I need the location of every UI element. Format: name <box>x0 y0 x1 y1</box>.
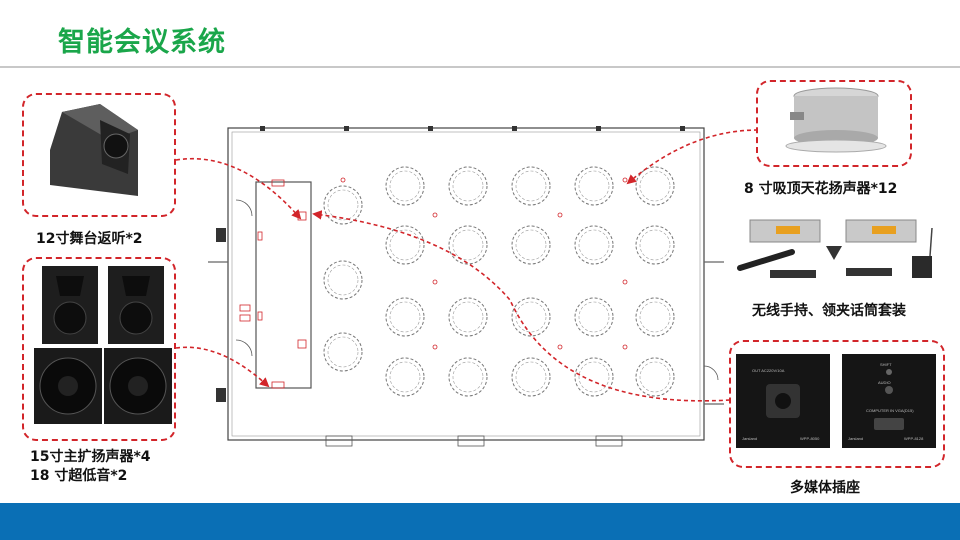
socket-text-left-top: OUT AC220V/10A <box>752 368 785 373</box>
footer-bar <box>0 503 960 540</box>
ceiling-speaker-markers <box>340 177 628 350</box>
label-ceiling-speaker: 8 寸吸顶天花扬声器*12 <box>744 181 898 197</box>
socket-text-right-brand: Jarsland <box>848 436 863 441</box>
label-multimedia-socket: 多媒体插座 <box>790 480 860 496</box>
stage-devices <box>239 179 307 389</box>
wireless-mic-image <box>737 219 933 278</box>
wall-pillars <box>216 126 685 402</box>
ceiling-speaker-image <box>785 87 887 153</box>
socket-text-right-vga: COMPUTER IN VGA(D15) <box>866 408 914 413</box>
doors <box>235 199 719 447</box>
page-title: 智能会议系统 <box>58 27 226 58</box>
socket-text-left-model: WPP-8050 <box>800 436 820 441</box>
multimedia-socket-image: OUT AC220V/10A Jarsland WPP-8050 SHIFT A… <box>736 354 936 448</box>
title-divider <box>0 66 960 68</box>
socket-text-right-audio: AUDIO <box>878 380 891 385</box>
main-speaker-image <box>34 266 172 424</box>
label-subwoofer: 18 寸超低音*2 <box>30 468 128 484</box>
socket-text-right-top: SHIFT <box>880 362 892 367</box>
socket-text-left-brand: Jarsland <box>742 436 757 441</box>
label-stage-monitor: 12寸舞台返听*2 <box>36 231 143 247</box>
label-wireless-mic: 无线手持、领夹话筒套装 <box>752 303 906 319</box>
connection-arrows <box>175 129 759 402</box>
socket-text-right-model: WPP-8128 <box>904 436 924 441</box>
stage-monitor-image <box>50 104 138 196</box>
banquet-tables <box>323 166 675 397</box>
label-main-speakers: 15寸主扩扬声器*4 <box>30 449 151 465</box>
